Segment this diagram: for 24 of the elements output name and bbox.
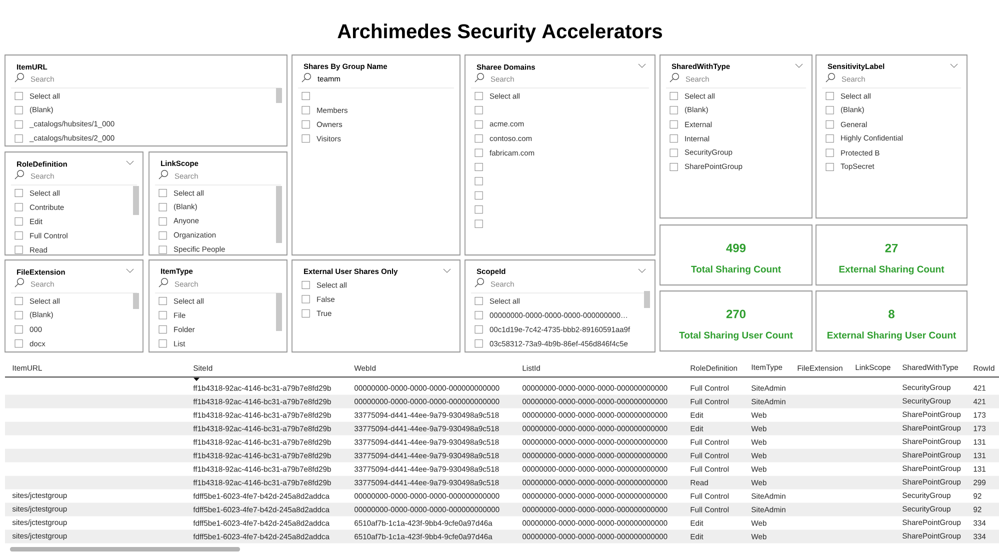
- slicer-panel: [660, 54, 812, 218]
- slicer-panel: [148, 260, 288, 352]
- slicer-panel: [292, 54, 460, 256]
- slicer-panel: [4, 54, 288, 146]
- slicer-panel: [464, 54, 656, 256]
- slicer-panel: [292, 260, 460, 352]
- slicer-panel: [4, 152, 144, 256]
- kpi-card: [660, 290, 812, 352]
- kpi-value: 499: [726, 244, 746, 252]
- slicer-panel: [4, 260, 144, 352]
- slicer-panel: [464, 260, 656, 352]
- kpi-value: 27: [885, 244, 898, 252]
- kpi-value: 8: [888, 310, 894, 318]
- kpi-card: [816, 224, 968, 286]
- slicer-panel: [816, 54, 968, 218]
- kpi-label: External Sharing User Count: [827, 332, 956, 340]
- kpi-label: Total Sharing User Count: [679, 332, 793, 340]
- kpi-card: [660, 224, 812, 286]
- kpi-label: Total Sharing Count: [691, 266, 781, 274]
- kpi-value: 270: [726, 310, 746, 318]
- kpi-label: External Sharing Count: [839, 266, 944, 274]
- page-title: Archimedes Security Accelerators: [338, 24, 662, 42]
- kpi-card: [816, 290, 968, 352]
- slicer-panel: [148, 152, 288, 256]
